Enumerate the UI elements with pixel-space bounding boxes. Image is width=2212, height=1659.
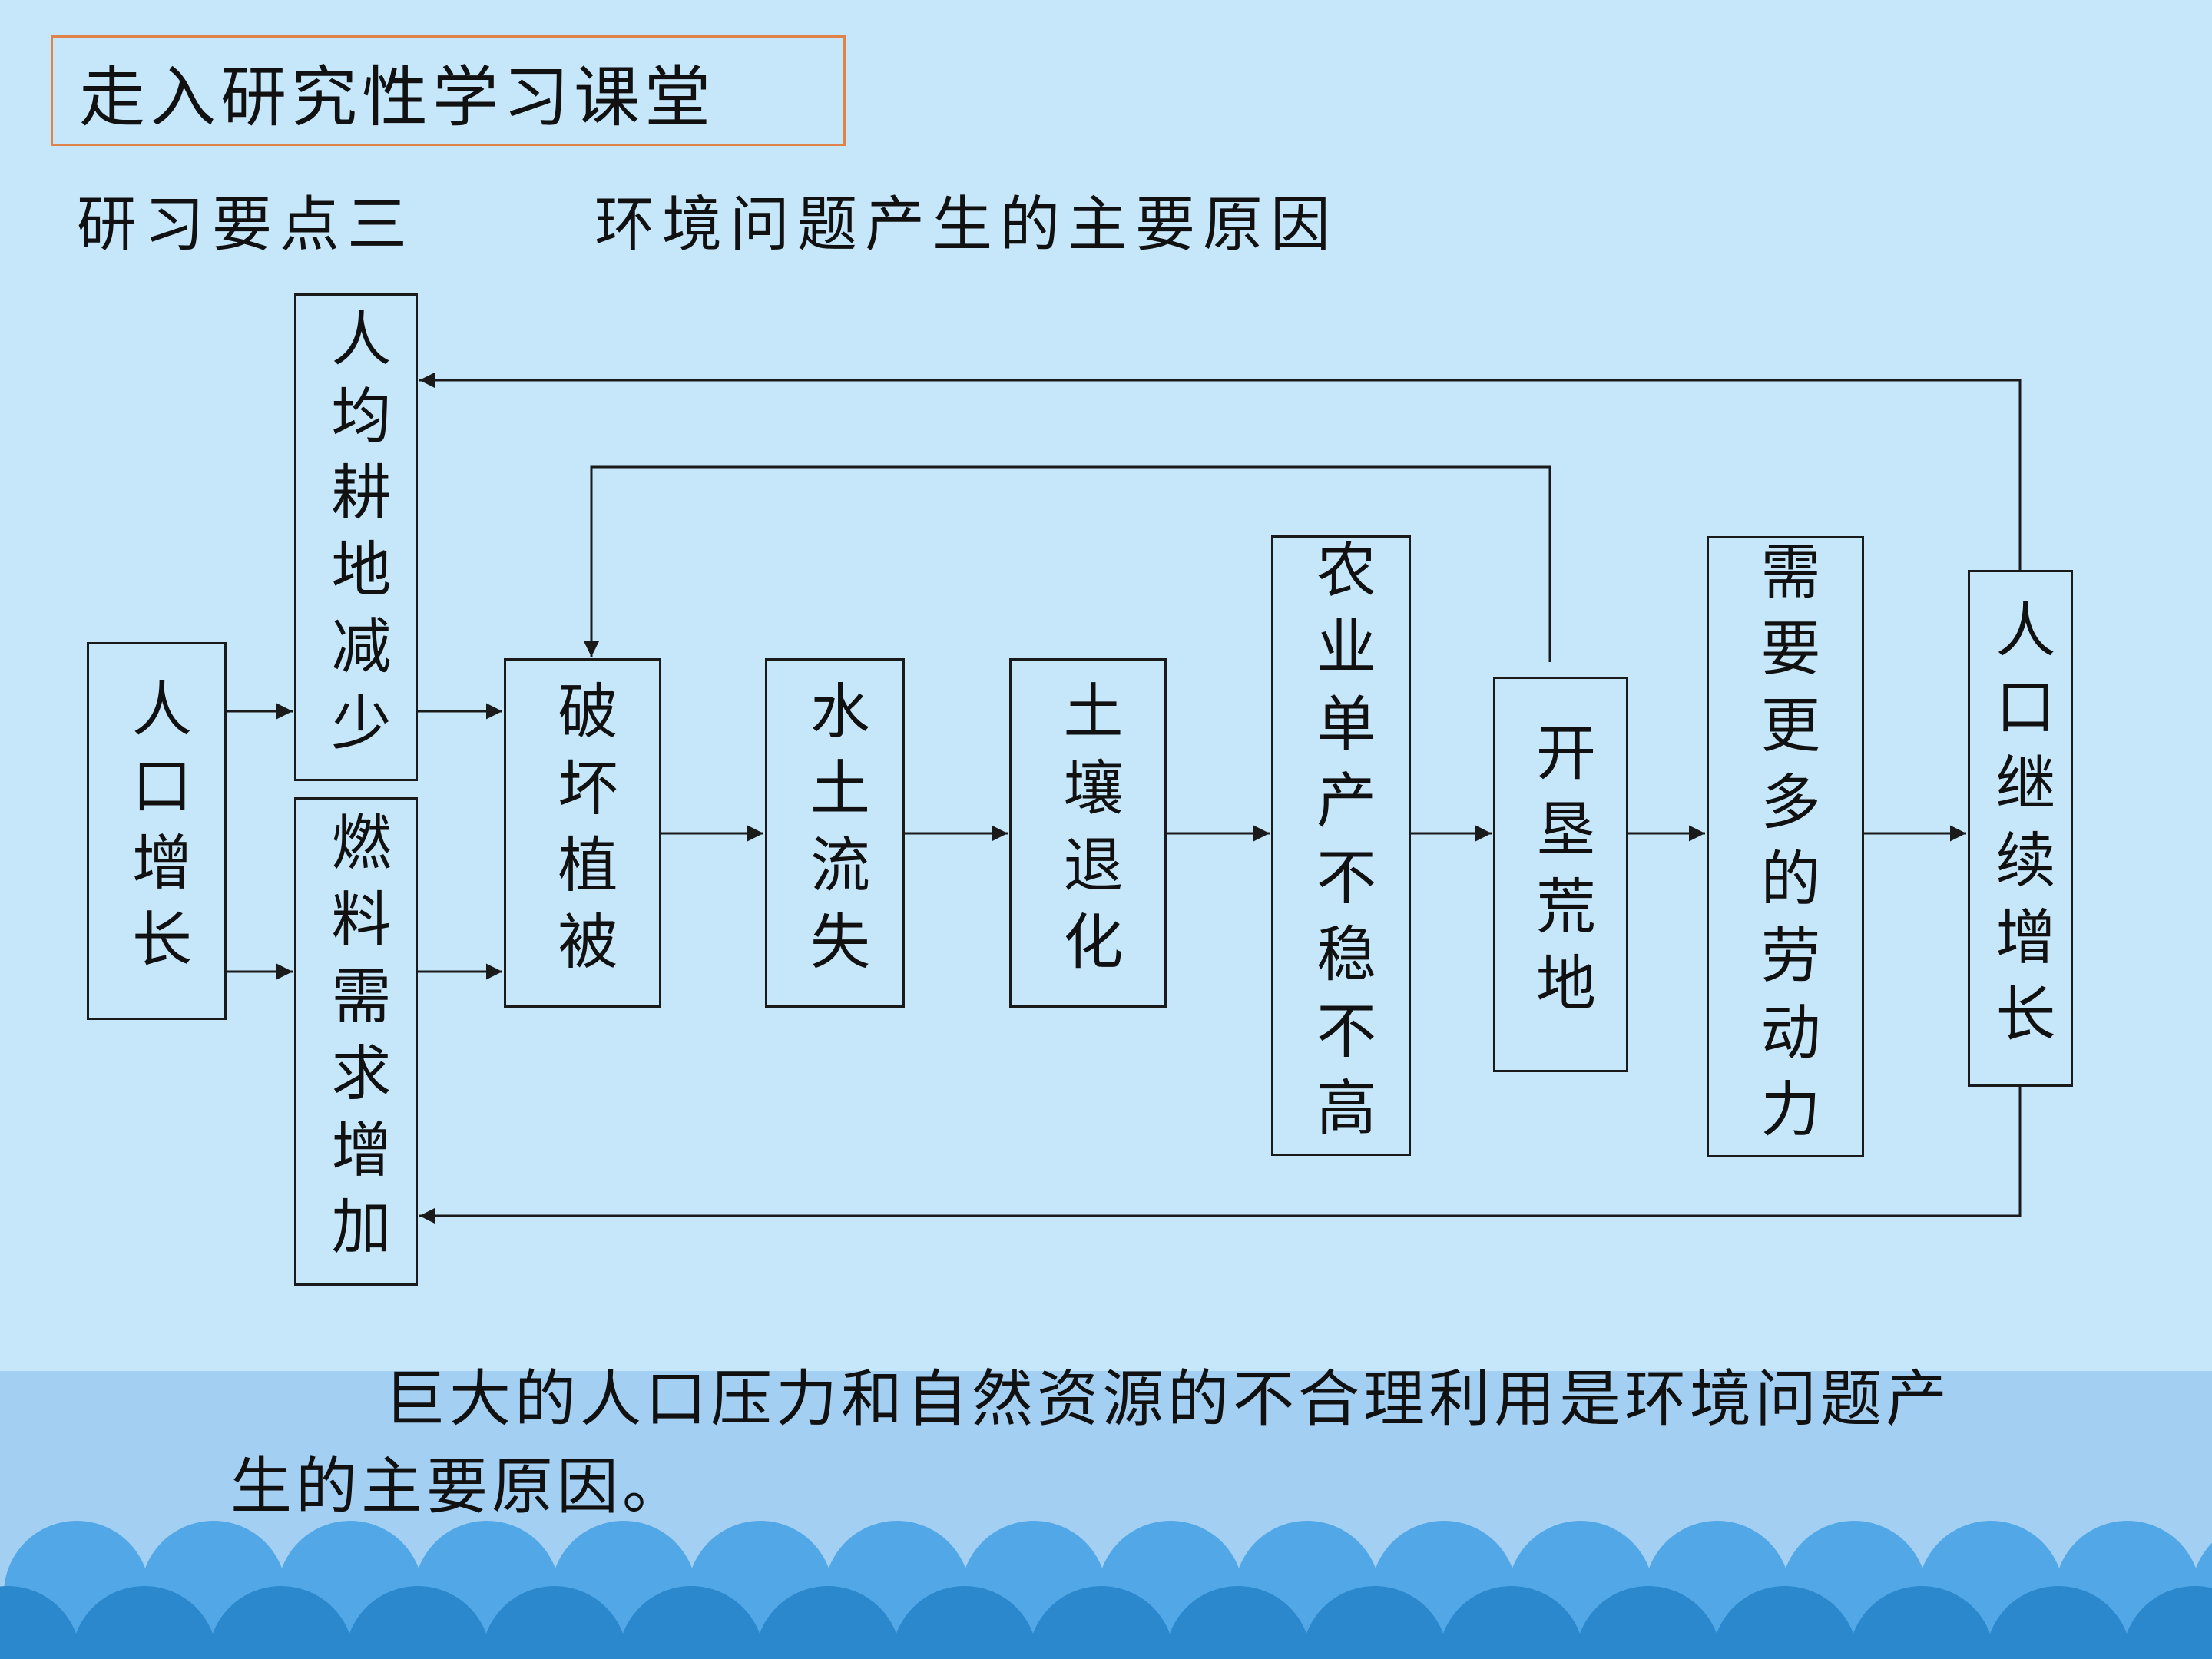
wave-front-arc [1712,1586,1858,1659]
wave-front-arc [345,1586,491,1659]
wave-front-arc [1849,1586,1995,1659]
box-labor-demand: 需要更多的劳动力 [1707,536,1864,1157]
conclusion-text: 巨大的人口压力和自然资源的不合理利用是环境问题产生的主要原因。 [230,1363,1951,1522]
box-population-growth-label: 人口增长 [122,677,191,985]
arrow-growth-loop-to-fuel [419,1087,2022,1224]
wave-front-arc [482,1586,628,1659]
box-continued-growth-label: 人口继续增长 [1985,598,2055,1059]
box-low-yield: 农业单产不稳不高 [1271,535,1411,1156]
box-land-reclamation-label: 开垦荒地 [1526,720,1595,1028]
arrow-reclamation-loop-to-vegetation [583,465,1551,662]
box-soil-erosion: 水土流失 [765,658,905,1008]
box-low-yield-label: 农业单产不稳不高 [1306,538,1376,1153]
box-fuel-demand: 燃料需求增加 [294,797,418,1286]
box-land-reclamation: 开垦荒地 [1493,677,1628,1072]
box-population-growth: 人口增长 [87,642,227,1020]
box-fuel-demand-label: 燃料需求增加 [321,811,391,1272]
box-soil-degradation: 土壤退化 [1009,658,1167,1008]
section-header-text: 走入研究性学习课堂 [79,58,715,136]
box-labor-demand-label: 需要更多的劳动力 [1750,539,1820,1154]
wave-front-arc [892,1586,1038,1659]
section-header: 走入研究性学习课堂 [51,35,846,146]
box-vegetation-damage-label: 破坏植被 [548,679,618,987]
wave-front-arc [1985,1586,2131,1659]
wave-front-arc [71,1586,217,1659]
wave-front-arc [618,1586,764,1659]
wave-front-arc [755,1586,901,1659]
subtitle-topic: 环境问题产生的主要原因 [594,190,1339,260]
box-soil-erosion-label: 水土流失 [800,679,869,987]
wave-front-arc [1165,1586,1311,1659]
box-farmland-decrease: 人均耕地减少 [294,293,418,781]
box-soil-degradation-label: 土壤退化 [1053,679,1123,987]
arrow-growth-loop-to-farmland [419,372,2022,570]
wave-front-arc [208,1586,354,1659]
wave-front-arc [1439,1586,1584,1659]
wave-front-arc [2122,1586,2212,1659]
wave-front-arc [1028,1586,1174,1659]
wave-front-arc [1302,1586,1448,1659]
box-continued-growth: 人口继续增长 [1968,570,2073,1087]
box-vegetation-damage: 破坏植被 [504,658,661,1008]
wave-front-arc [0,1586,81,1659]
box-farmland-decrease-label: 人均耕地减少 [321,306,391,768]
wave-front-arc [1575,1586,1721,1659]
subtitle-label: 研习要点三 [77,190,416,260]
